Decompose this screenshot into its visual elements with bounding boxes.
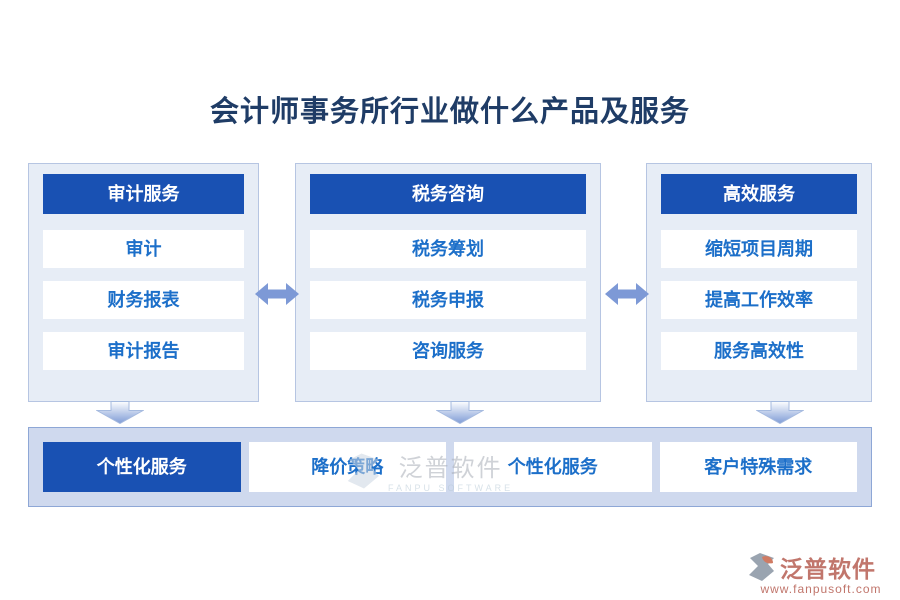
panel-header-audit-services: 审计服务: [43, 174, 244, 214]
down-arrow-icon: [756, 401, 804, 424]
panel-audit-services: 审计服务 审计 财务报表 审计报告: [28, 163, 259, 402]
strip-cell-customer-special-needs: 客户特殊需求: [659, 442, 857, 492]
panel-item: 税务筹划: [310, 230, 586, 268]
brand-name: 泛普软件: [780, 557, 876, 582]
panel-item: 服务高效性: [661, 332, 857, 370]
panel-item: 提高工作效率: [661, 281, 857, 319]
fanpu-logo-icon: [749, 553, 774, 581]
panel-header-tax-consulting: 税务咨询: [310, 174, 586, 214]
brand-logo: 泛普软件 www.fanpusoft.com: [746, 550, 896, 596]
panel-item: 缩短项目周期: [661, 230, 857, 268]
strip-cell-personalized-service: 个性化服务: [43, 442, 241, 492]
down-arrow-icon: [96, 401, 144, 424]
down-arrow-icon: [436, 401, 484, 424]
left-right-arrow-icon: [605, 283, 649, 305]
panel-header-efficient-services: 高效服务: [661, 174, 857, 214]
brand-url: www.fanpusoft.com: [760, 582, 882, 596]
left-right-arrow-icon: [255, 283, 299, 305]
panel-item: 税务申报: [310, 281, 586, 319]
strip-cell-price-reduction-strategy: 降价策略: [248, 442, 446, 492]
panel-efficient-services: 高效服务 缩短项目周期 提高工作效率 服务高效性: [646, 163, 872, 402]
bottom-strip: 个性化服务 降价策略 个性化服务 客户特殊需求: [28, 427, 872, 507]
panel-item: 审计报告: [43, 332, 244, 370]
panel-tax-consulting: 税务咨询 税务筹划 税务申报 咨询服务: [295, 163, 601, 402]
panel-item: 财务报表: [43, 281, 244, 319]
strip-cell-personalized-service: 个性化服务: [454, 442, 652, 492]
panel-item: 咨询服务: [310, 332, 586, 370]
panel-item: 审计: [43, 230, 244, 268]
page-title: 会计师事务所行业做什么产品及服务: [209, 96, 690, 128]
